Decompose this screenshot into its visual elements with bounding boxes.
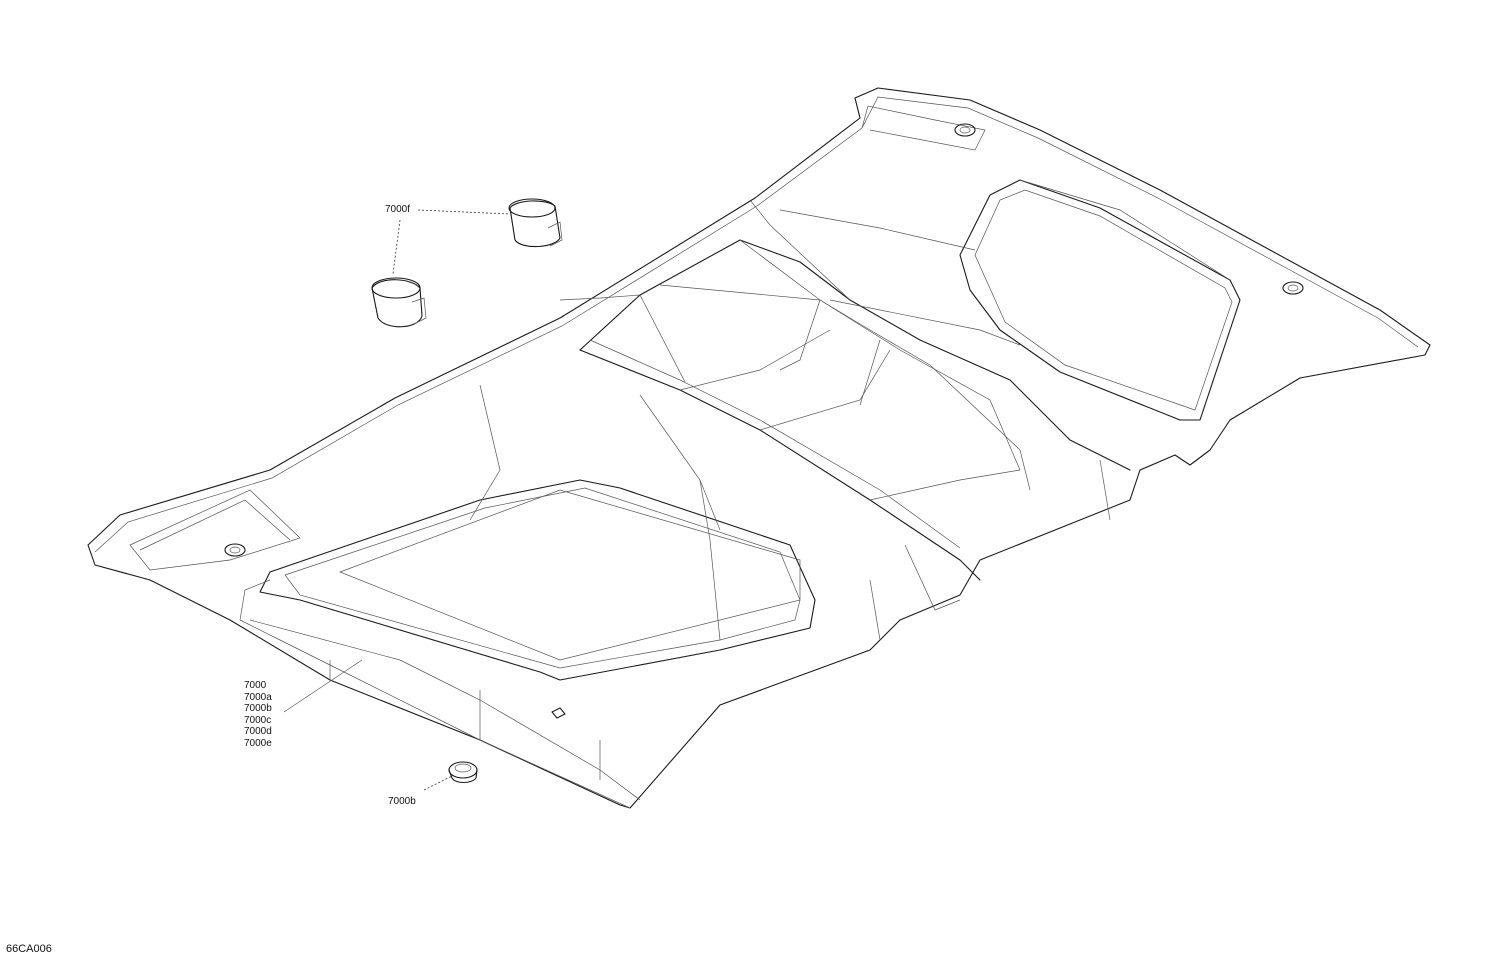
- leader-roof: [283, 659, 363, 713]
- roof-panel: [87, 87, 1431, 809]
- callout-roof-label: 7000a: [244, 691, 272, 703]
- callout-roof-label: 7000: [244, 680, 267, 691]
- callout-roof-label: 7000b: [244, 703, 272, 714]
- callout-grommet-label: 7000b: [388, 796, 416, 807]
- grommet: [448, 761, 478, 784]
- callout-strap-label: 7000f: [385, 204, 411, 215]
- leader-strap-upper: [417, 209, 511, 215]
- front-hole: [551, 707, 566, 719]
- leader-strap-lower: [392, 219, 401, 275]
- fastener-rear-left: [954, 123, 976, 137]
- strap-clamp-lower: [371, 277, 427, 328]
- callout-roof-label: 7000c: [244, 714, 272, 726]
- drawing-id: 66CA006: [6, 943, 52, 955]
- callout-roof-label: 7000e: [244, 737, 272, 749]
- callout-roof-label-group: 7000 7000a 7000b 7000c 7000d 7000e: [244, 680, 272, 749]
- fastener-rear-right: [1282, 281, 1304, 295]
- callout-roof-label: 7000d: [244, 726, 272, 737]
- fastener-front-left: [224, 543, 246, 557]
- strap-clamp-upper: [508, 198, 563, 248]
- leader-grommet: [423, 775, 453, 791]
